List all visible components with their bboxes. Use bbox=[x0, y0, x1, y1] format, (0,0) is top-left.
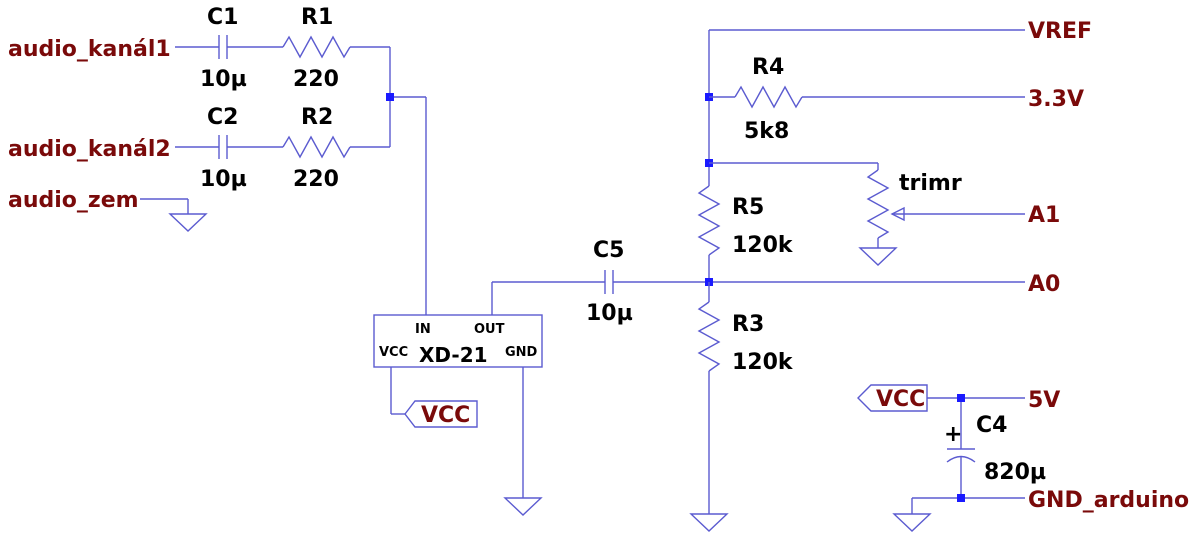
c1-value: 10µ bbox=[200, 67, 247, 92]
net-a1: A1 bbox=[1028, 203, 1060, 228]
junction-input bbox=[386, 93, 394, 101]
net-audio-channel-2: audio_kanál2 bbox=[8, 137, 171, 162]
net-audio-ground: audio_zem bbox=[8, 188, 139, 213]
module-vcc-wire bbox=[390, 367, 405, 415]
r2-name: R2 bbox=[301, 105, 333, 130]
c4-polarity: + bbox=[944, 422, 962, 447]
ground-symbol-trimmer bbox=[858, 247, 898, 266]
junction-5v bbox=[957, 394, 965, 402]
net-a0: A0 bbox=[1028, 272, 1060, 297]
r4-value: 5k8 bbox=[744, 119, 789, 144]
module-out-wire bbox=[491, 281, 1025, 315]
module-pin-out: OUT bbox=[474, 322, 505, 337]
net-3v3: 3.3V bbox=[1028, 87, 1084, 112]
c2-value: 10µ bbox=[200, 167, 247, 192]
vcc-5v-wire bbox=[927, 397, 1025, 449]
ground-symbol-audio bbox=[168, 213, 208, 232]
net-vcc-module: VCC bbox=[421, 403, 470, 428]
module-xd21-body bbox=[373, 314, 543, 368]
c5-name: C5 bbox=[593, 238, 624, 263]
resistor-r5 bbox=[697, 185, 721, 256]
net-vcc-right: VCC bbox=[876, 387, 925, 412]
r2-value: 220 bbox=[293, 167, 339, 192]
r3-name: R3 bbox=[732, 312, 764, 337]
r3-value: 120k bbox=[732, 350, 794, 375]
capacitor-c5-symbol bbox=[604, 270, 614, 294]
module-name: XD-21 bbox=[419, 343, 488, 367]
r5-name: R5 bbox=[732, 195, 764, 220]
c1-name: C1 bbox=[207, 5, 238, 30]
resistor-r4 bbox=[709, 85, 1025, 109]
trimmer-name: trimr bbox=[899, 171, 962, 196]
capacitor-c2-symbol bbox=[218, 135, 228, 159]
module-pin-vcc: VCC bbox=[379, 345, 408, 360]
audio-ground-wire bbox=[140, 198, 189, 214]
ground-symbol-divider bbox=[689, 513, 729, 532]
audio-channel-2 bbox=[175, 135, 390, 159]
r4-name: R4 bbox=[752, 55, 784, 80]
c4-value: 820µ bbox=[984, 460, 1046, 485]
c2-name: C2 bbox=[207, 105, 238, 130]
input-mix-wire bbox=[390, 96, 427, 315]
ground-symbol-arduino bbox=[892, 513, 932, 532]
r1-value: 220 bbox=[293, 67, 339, 92]
capacitor-c1-symbol bbox=[218, 35, 228, 59]
net-audio-channel-1: audio_kanál1 bbox=[8, 37, 171, 62]
r5-value: 120k bbox=[732, 233, 794, 258]
net-gnd-arduino: GND_arduino bbox=[1028, 488, 1189, 513]
trimmer-wiper-arrow bbox=[890, 206, 905, 222]
audio-channel-1 bbox=[175, 35, 391, 147]
module-pin-gnd: GND bbox=[505, 345, 538, 360]
module-pin-in: IN bbox=[415, 322, 431, 337]
net-vref: VREF bbox=[1028, 19, 1092, 44]
r1-name: R1 bbox=[301, 5, 333, 30]
net-5v: 5V bbox=[1028, 388, 1060, 413]
gnd-arduino-wire bbox=[911, 456, 1025, 514]
vcc-port-module bbox=[404, 400, 478, 428]
c4-name: C4 bbox=[976, 413, 1007, 438]
ground-symbol-module bbox=[503, 497, 543, 516]
c5-value: 10µ bbox=[586, 301, 633, 326]
junction-gnd-arduino bbox=[957, 494, 965, 502]
resistor-r3 bbox=[697, 301, 721, 372]
trimmer-wire bbox=[709, 162, 1025, 248]
